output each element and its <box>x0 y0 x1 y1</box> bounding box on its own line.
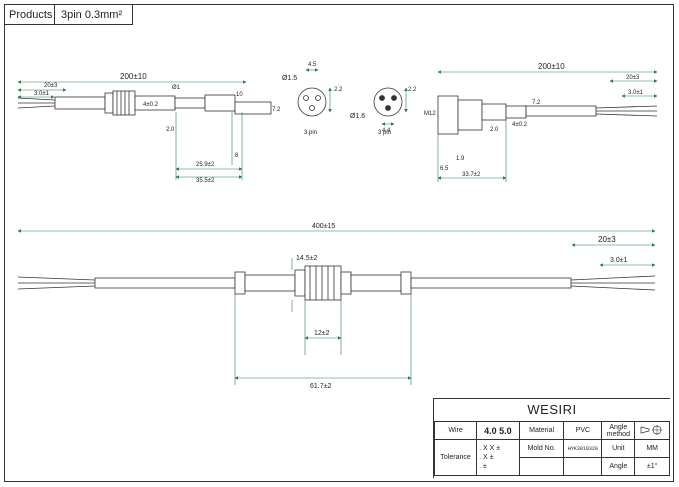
b-strip: 20±3 <box>598 235 616 244</box>
wire-value: 4.0 5.0 <box>476 421 520 440</box>
tolerance-3: . ± <box>479 463 487 470</box>
back-w: 4.4 <box>382 128 391 134</box>
tl-strip: 20±3 <box>44 83 58 89</box>
front-w: 4.5 <box>308 62 317 68</box>
tolerance-label: Tolerance <box>433 439 478 476</box>
tl-h10: 10 <box>236 92 243 98</box>
unit-label: Unit <box>601 439 636 458</box>
back-label: 3 pin <box>378 130 391 136</box>
tl-dia: Ø1 <box>172 85 181 91</box>
front-pin-view <box>297 68 332 117</box>
tr-tip: 2.0 <box>490 127 499 133</box>
b-total: 400±15 <box>312 223 335 230</box>
tl-length: 200±10 <box>120 72 147 81</box>
tr-thick: 4±0.2 <box>512 122 528 128</box>
tr-core: 3.0±1 <box>628 90 644 96</box>
projection-icon <box>640 424 663 435</box>
top-left-view <box>17 80 272 180</box>
tr-length: 200±10 <box>538 62 565 71</box>
tl-h7: 7.2 <box>272 107 281 113</box>
tl-core: 3.0±1 <box>34 91 50 97</box>
tolerance-2: . X ± <box>479 454 494 461</box>
front-label: 3 pin <box>304 130 317 136</box>
blank-cell-1 <box>518 457 565 476</box>
tr-m12: M12 <box>424 111 436 117</box>
wire-label: Wire <box>433 421 478 440</box>
tl-tip: 2.0 <box>166 127 175 133</box>
front-d1: Ø1.5 <box>282 75 297 82</box>
b-nut: 12±2 <box>314 330 330 337</box>
title-block: WESIRI Wire 4.0 5.0 Material PVC Angle m… <box>433 398 670 478</box>
b-body: 61.7±2 <box>310 383 331 390</box>
angle-value: ±1° <box>634 457 670 476</box>
b-core: 3.0±1 <box>610 257 628 264</box>
blank-cell-2 <box>563 457 603 476</box>
tolerance-values: . X X ± . X ± . ± <box>476 439 520 476</box>
angle-method-symbol <box>634 421 670 440</box>
brand-name: WESIRI <box>434 399 670 422</box>
tolerance-1: . X X ± <box>479 445 501 452</box>
product-spec: 3pin 0.3mm² <box>55 5 133 25</box>
tr-l1: 33.7±2 <box>462 172 481 178</box>
back-d1: Ø1.6 <box>350 113 365 120</box>
title-block-table: Wire 4.0 5.0 Material PVC Angle method T… <box>433 421 670 476</box>
mold-label: Mold No. <box>518 439 565 458</box>
tr-strip: 20±3 <box>626 75 640 81</box>
drawing-sheet: Products 3pin 0.3mm² <box>4 4 674 482</box>
back-pin-view <box>373 87 408 126</box>
tl-l1: 25.9±2 <box>196 162 215 168</box>
tl-l2: 35.5±2 <box>196 178 215 184</box>
tr-h: 7.2 <box>532 100 541 106</box>
front-h: 2.2 <box>334 87 343 93</box>
products-label: Products <box>5 5 55 25</box>
material-label: Material <box>518 421 565 440</box>
tr-d19: 1.9 <box>456 156 465 162</box>
angle-method-label: Angle method <box>601 421 636 440</box>
back-h: 2.2 <box>408 87 417 93</box>
tl-l3: 8 <box>235 153 239 159</box>
material-value: PVC <box>563 421 603 440</box>
top-right-view <box>437 70 658 182</box>
tl-thick: 4±0.2 <box>143 102 159 108</box>
b-dia: 14.5±2 <box>296 255 317 262</box>
tr-d6: 6.5 <box>440 166 449 172</box>
mold-value: HYK3019328 <box>563 439 603 458</box>
unit-value: MM <box>634 439 670 458</box>
angle-label: Angle <box>601 457 636 476</box>
bottom-assembly-view <box>17 229 656 385</box>
